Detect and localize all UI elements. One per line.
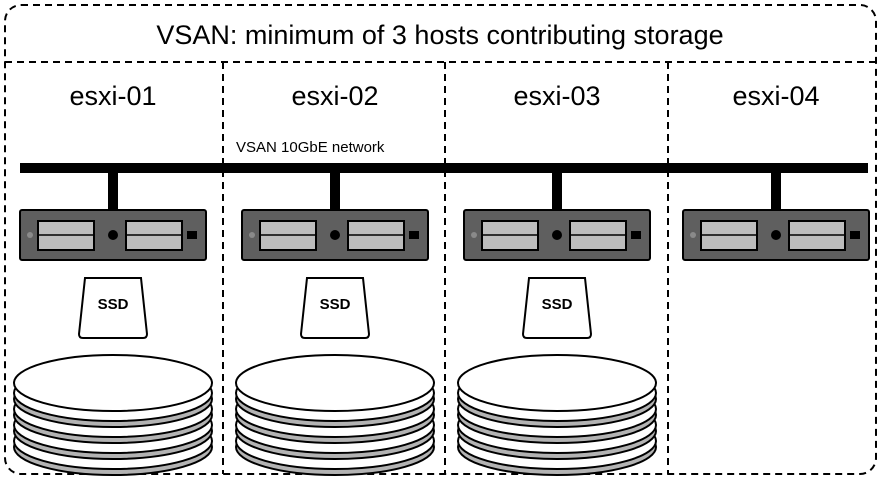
vsan-cluster-boundary [4,4,877,475]
port-icon [850,231,860,239]
port-icon [409,231,419,239]
network-uplink [771,173,781,213]
power-led-icon [471,232,477,238]
power-button-icon [108,230,118,240]
disk-platter-top [235,354,435,412]
host-label: esxi-02 [291,81,378,111]
ssd-label: SSD [542,296,573,313]
network-bus [20,163,868,173]
ssd-icon [299,277,371,339]
port-icon [631,231,641,239]
port-icon [187,231,197,239]
ssd-label: SSD [320,296,351,313]
power-led-icon [690,232,696,238]
power-button-icon [552,230,562,240]
power-button-icon [330,230,340,240]
network-uplink [552,173,562,213]
network-uplink [108,173,118,213]
power-led-icon [27,232,33,238]
disk-platter-top [457,354,657,412]
network-uplink [330,173,340,213]
host-label: esxi-01 [69,81,156,111]
ssd-icon [521,277,593,339]
ssd-label: SSD [98,296,129,313]
diagram-title: VSAN: minimum of 3 hosts contributing st… [156,20,723,50]
power-led-icon [249,232,255,238]
network-label: VSAN 10GbE network [236,139,385,156]
disk-platter-top [13,354,213,412]
host-label: esxi-03 [513,81,600,111]
power-button-icon [771,230,781,240]
host-label: esxi-04 [732,81,819,111]
host-esxi-04: esxi-04 [682,81,870,261]
ssd-icon [77,277,149,339]
